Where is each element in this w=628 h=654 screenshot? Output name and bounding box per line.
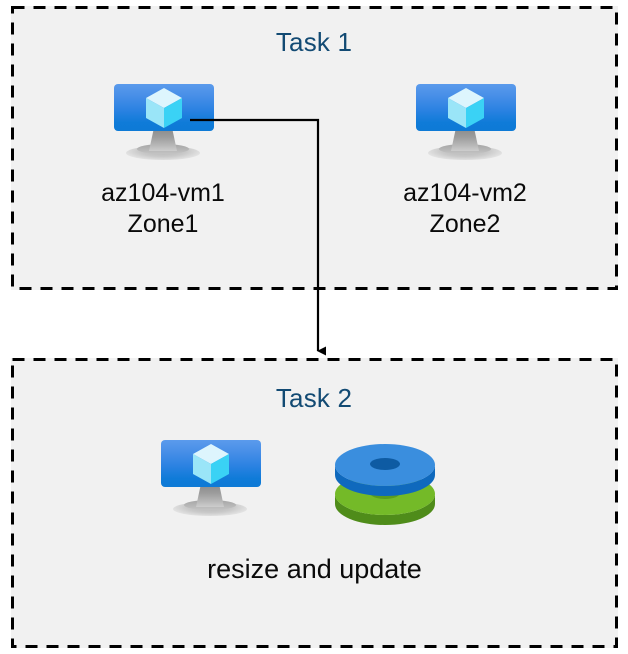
task2-caption: resize and update: [207, 554, 422, 584]
blue-disk-icon: [335, 444, 435, 496]
node-label-line1: az104-vm1: [101, 179, 225, 207]
virtual-machine-icon: [410, 84, 520, 164]
task2-title: Task 2: [275, 383, 353, 413]
task1-title: Task 1: [275, 27, 353, 57]
cube-icon: [191, 443, 231, 485]
monitor-screen-icon: [114, 84, 214, 131]
cube-icon: [144, 87, 184, 129]
node-task2-virtual-machine[interactable]: [155, 440, 265, 520]
virtual-machine-icon: [155, 440, 265, 520]
disks-icon[interactable]: [333, 444, 437, 528]
node-az104-vm2[interactable]: az104-vm2 Zone2: [385, 84, 545, 240]
node-label-line2: Zone1: [127, 210, 199, 238]
virtual-machine-icon: [108, 84, 218, 164]
monitor-neck-icon: [451, 130, 479, 151]
node-label-line1: az104-vm2: [403, 179, 527, 207]
node-label-line2: Zone2: [429, 210, 501, 238]
monitor-screen-icon: [416, 84, 516, 131]
monitor-screen-icon: [161, 440, 261, 487]
monitor-neck-icon: [149, 130, 177, 151]
cube-icon: [446, 87, 486, 129]
node-az104-vm1[interactable]: az104-vm1 Zone1: [83, 84, 243, 240]
monitor-neck-icon: [196, 486, 224, 507]
